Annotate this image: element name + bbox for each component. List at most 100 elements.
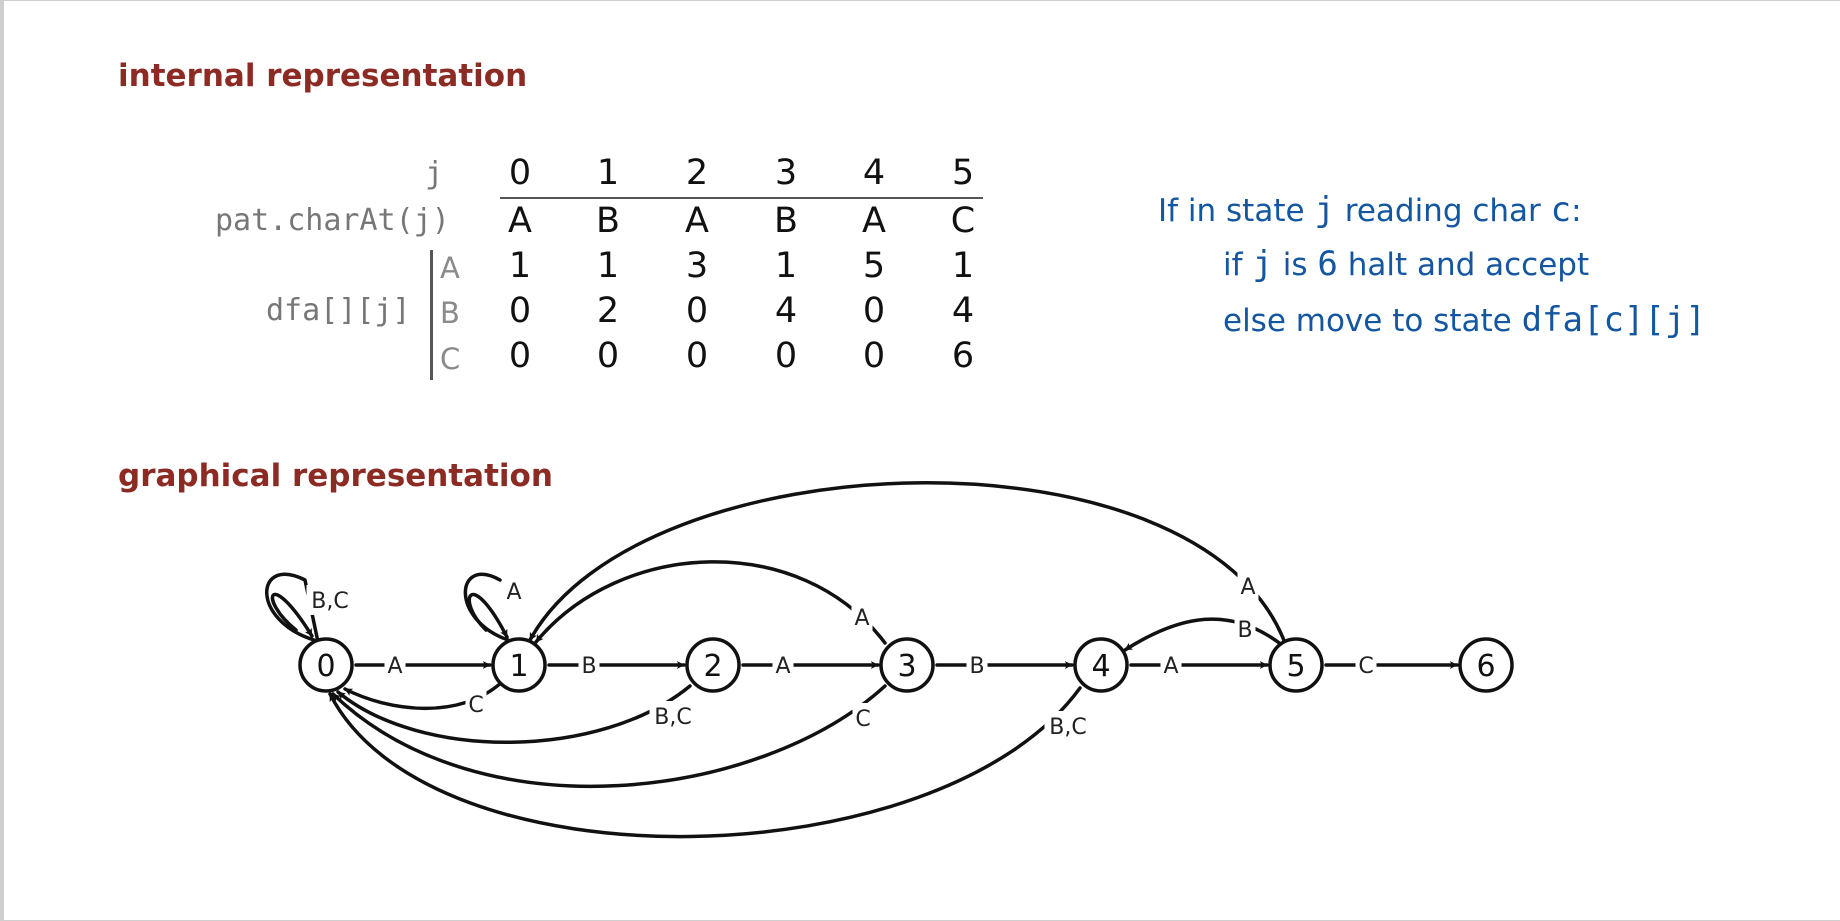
- edge-label-e45-bg: [1160, 650, 1182, 680]
- note-line-2: if j is 6 halt and accept: [1223, 244, 1589, 284]
- column-index-5: 5: [951, 153, 975, 193]
- transition-e30: [331, 684, 887, 789]
- dfa-cell-b: 2: [596, 291, 620, 331]
- edge-label-e30-bg: [852, 703, 874, 733]
- dfa-cell-a: 1: [951, 246, 975, 286]
- pattern-char: B: [773, 201, 798, 241]
- transition-e54: [1123, 617, 1284, 652]
- state-3: [879, 637, 935, 693]
- state-label-6: 6: [1476, 649, 1495, 684]
- note-var-j: j: [1252, 244, 1273, 284]
- pattern-char: A: [685, 201, 709, 241]
- dfa-cell-a: 1: [774, 246, 798, 286]
- edge-label-e56-bg: [1355, 650, 1377, 680]
- self-loop-1-head: [467, 592, 509, 639]
- dfa-cell-c: 6: [951, 336, 975, 376]
- dfa-cell-a: 3: [685, 246, 709, 286]
- edge-label-e23: A: [775, 654, 790, 679]
- edge-label-e01-bg: [384, 650, 406, 680]
- dfa-cell-c: 0: [596, 336, 620, 376]
- state-label-3: 3: [897, 649, 916, 684]
- dfa-bracket: [430, 250, 433, 380]
- edge-label-e31-bg: [851, 602, 873, 632]
- dfa-cell-c: 0: [774, 336, 798, 376]
- dfa-row-label-c: C: [440, 342, 461, 376]
- dfa-cell-a: 1: [596, 246, 620, 286]
- header-rule: [500, 197, 983, 199]
- dfa-cell-c: 0: [508, 336, 532, 376]
- j-header: j: [425, 156, 444, 191]
- edge-label-e54-bg: [1234, 614, 1256, 644]
- dfa-cell-b: 0: [508, 291, 532, 331]
- dfa-cell-c: 0: [862, 336, 886, 376]
- dfa-cell-b: 4: [951, 291, 975, 331]
- column-index-4: 4: [862, 153, 886, 193]
- column-index-2: 2: [685, 153, 709, 193]
- edge-label-e23-bg: [772, 650, 794, 680]
- transition-e31: [534, 560, 887, 645]
- note-text: is: [1272, 247, 1318, 283]
- edge-label-e10-bg: [465, 689, 487, 719]
- edge-label-e51-bg: [1237, 571, 1259, 601]
- pattern-char: C: [950, 201, 976, 241]
- column-index-1: 1: [596, 153, 620, 193]
- state-2: [685, 637, 741, 693]
- state-0: [298, 637, 354, 693]
- edge-label-e45: A: [1163, 654, 1178, 679]
- transition-e40: [328, 686, 1082, 839]
- transition-e51: [528, 481, 1287, 645]
- edge-label-e31: A: [854, 606, 869, 631]
- edge-label-e10: C: [468, 693, 483, 718]
- edge-label-e20-bg: [649, 701, 697, 731]
- dfa-row-label-a: A: [440, 251, 460, 285]
- note-var-j: j: [1314, 190, 1335, 230]
- edge-label-e51: A: [1240, 575, 1255, 600]
- edge-label-e40: B,C: [1049, 715, 1086, 740]
- dfa-cell-b: 0: [685, 291, 709, 331]
- pattern-char: A: [508, 201, 532, 241]
- edge-label-e54: B: [1237, 618, 1252, 643]
- self-loop-0: [265, 572, 320, 644]
- note-line-1: If in state j reading char c:: [1158, 190, 1582, 230]
- edge-label-self0: B,C: [311, 589, 348, 614]
- dfa-cell-a: 5: [862, 246, 886, 286]
- state-4: [1073, 637, 1129, 693]
- edge-label-e12-bg: [578, 650, 600, 680]
- state-label-2: 2: [703, 649, 722, 684]
- note-line-3: else move to state dfa[c][j]: [1223, 300, 1706, 340]
- dfa-cell-b: 4: [774, 291, 798, 331]
- state-label-4: 4: [1091, 649, 1110, 684]
- dfa-row-label-b: B: [440, 296, 460, 330]
- edge-label-e30: C: [855, 707, 870, 732]
- edge-label-e40-bg: [1044, 711, 1092, 741]
- note-text: halt and accept: [1337, 247, 1590, 283]
- graphical-representation-title: graphical representation: [118, 458, 553, 494]
- state-label-1: 1: [509, 649, 528, 684]
- dfa-cell-c: 0: [685, 336, 709, 376]
- dfa-header: dfa[][j]: [266, 293, 411, 328]
- edge-label-e56: C: [1358, 654, 1373, 679]
- edge-label-e01: A: [387, 654, 402, 679]
- edge-label-self0-bg: [306, 585, 354, 615]
- state-label-0: 0: [316, 649, 335, 684]
- edge-label-self1: A: [506, 580, 521, 605]
- pattern-char: A: [862, 201, 886, 241]
- edge-label-e34-bg: [966, 650, 988, 680]
- note-text: else move to state: [1223, 303, 1522, 339]
- column-index-0: 0: [508, 153, 532, 193]
- note-code: dfa[c][j]: [1521, 300, 1706, 340]
- pattern-header: pat.charAt(j): [215, 203, 450, 238]
- note-accept-state: 6: [1317, 244, 1338, 284]
- dfa-cell-b: 0: [862, 291, 886, 331]
- edge-label-e20: B,C: [654, 705, 691, 730]
- transition-e20: [336, 684, 692, 744]
- edge-label-e12: B: [581, 654, 596, 679]
- edge-label-self1-bg: [503, 576, 525, 606]
- note-var-c: c: [1550, 190, 1572, 230]
- self-loop-1: [463, 572, 510, 642]
- self-loop-0-head: [270, 592, 314, 638]
